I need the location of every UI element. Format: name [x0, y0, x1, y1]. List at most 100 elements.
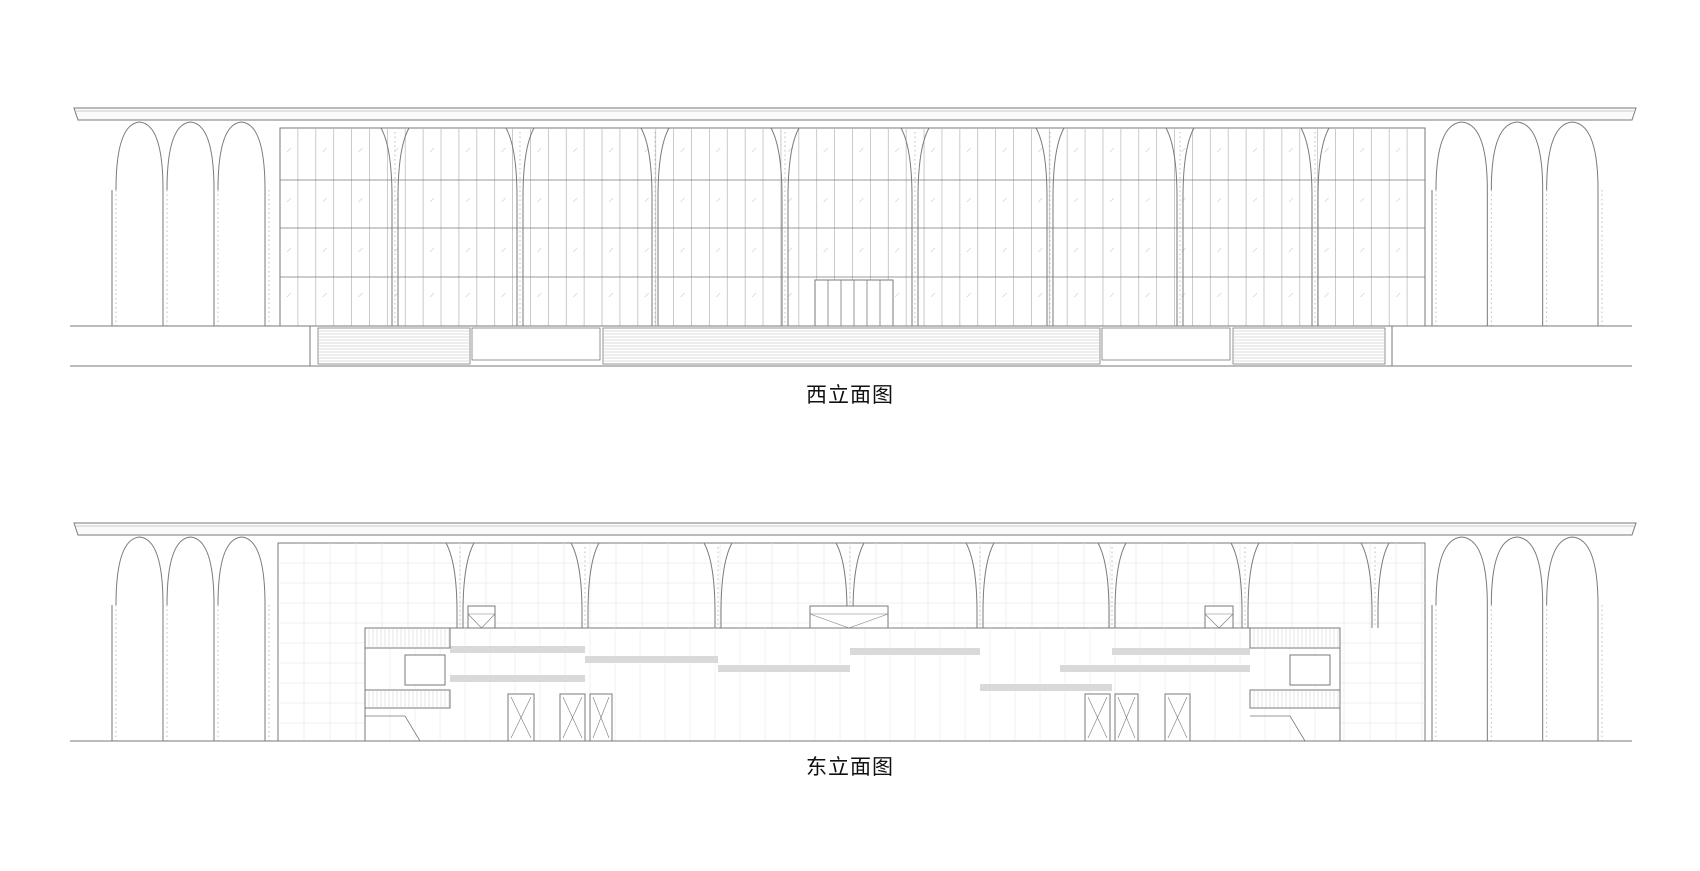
door-swing: [510, 696, 532, 739]
glass-reflection: [1217, 197, 1222, 203]
glass-reflection: [322, 197, 327, 203]
end-colonnade: [111, 121, 270, 326]
column-right-edge: [1317, 127, 1330, 326]
louvre-brace: [848, 613, 889, 629]
glass-reflection: [1109, 247, 1115, 253]
glass-reflection: [1252, 197, 1258, 203]
glass-reflection: [859, 147, 864, 153]
glass-reflection: [1002, 147, 1007, 153]
gray-strip: [850, 648, 980, 655]
glass-reflection: [429, 292, 435, 298]
glass-reflection: [1288, 147, 1294, 153]
roof-edge: [73, 522, 1637, 536]
east-elevation: [70, 522, 1637, 742]
column: [770, 127, 800, 326]
column-left-edge: [640, 127, 653, 326]
column: [965, 542, 995, 628]
balcony-window: [404, 654, 446, 686]
stair: [602, 327, 1101, 365]
column-left-edge: [965, 542, 978, 628]
column: [505, 127, 535, 326]
column: [570, 542, 600, 628]
balcony-parapet: [1249, 627, 1341, 649]
column-right-edge: [787, 127, 800, 326]
glass-reflection: [1217, 292, 1222, 298]
colonnade-arch: [1490, 536, 1544, 606]
column-right-edge: [1377, 542, 1390, 628]
colonnade-arch: [1435, 536, 1488, 606]
glass-reflection: [465, 147, 471, 153]
louvre-frame: [809, 605, 889, 629]
louvre-brace: [481, 613, 496, 629]
glass-reflection: [1038, 197, 1043, 203]
glass-reflection: [787, 197, 793, 203]
door: [559, 693, 586, 742]
glass-reflection: [1038, 247, 1043, 253]
glass-reflection: [680, 197, 685, 203]
glass-reflection: [1360, 147, 1365, 153]
glass-reflection: [1002, 197, 1007, 203]
glass-reflection: [1073, 247, 1079, 253]
glass-reflection: [644, 292, 649, 298]
louvre-brace: [1204, 613, 1220, 629]
glass-reflection: [1360, 197, 1365, 203]
gray-strip: [1112, 648, 1250, 655]
colonnade-arch: [115, 536, 164, 606]
glass-reflection: [286, 292, 292, 298]
column-right-edge: [720, 542, 733, 628]
glass-reflection: [859, 247, 864, 253]
glass-reflection: [572, 247, 578, 253]
glass-reflection: [608, 197, 614, 203]
gray-strip: [450, 675, 585, 682]
glass-reflection: [1073, 292, 1079, 298]
glass-reflection: [501, 147, 506, 153]
glass-reflection: [1109, 197, 1115, 203]
louvre-brace: [1218, 613, 1234, 629]
gray-strip: [450, 646, 585, 653]
glass-reflection: [1360, 247, 1365, 253]
glass-reflection: [1038, 292, 1043, 298]
column-right-edge: [397, 127, 410, 326]
glass-reflection: [787, 292, 793, 298]
gray-strip: [718, 665, 850, 672]
column-left-edge: [1097, 542, 1110, 628]
balcony-parapet: [364, 627, 451, 649]
balcony-parapet: [364, 689, 451, 709]
glass-reflection: [1217, 247, 1222, 253]
column: [1230, 542, 1260, 628]
door: [1164, 693, 1191, 742]
colonnade-arch: [1546, 121, 1599, 191]
side-balcony: [1249, 627, 1341, 742]
glass-reflection: [537, 197, 542, 203]
column-right-edge: [1114, 542, 1127, 628]
glass-reflection: [680, 292, 685, 298]
glass-reflection: [1395, 197, 1401, 203]
glass-reflection: [1002, 247, 1007, 253]
glass-reflection: [930, 197, 936, 203]
column-left-edge: [900, 127, 913, 326]
side-balcony: [364, 627, 451, 742]
door: [1114, 693, 1139, 742]
column: [1097, 542, 1127, 628]
glass-reflection: [286, 247, 292, 253]
west-entrance: [814, 279, 894, 327]
column: [640, 127, 670, 326]
column: [1360, 542, 1390, 628]
column-left-edge: [380, 127, 393, 326]
column-left-edge: [770, 127, 783, 326]
louvre-brace: [467, 613, 482, 629]
roof-louvre: [1204, 605, 1234, 629]
colonnade-arch: [217, 536, 266, 606]
glass-reflection: [823, 147, 828, 153]
glass-reflection: [1217, 147, 1222, 153]
glass-reflection: [501, 197, 506, 203]
roof-slab: [73, 522, 1637, 536]
gray-strip: [1060, 665, 1250, 672]
door-swing: [1117, 696, 1136, 739]
glass-reflection: [930, 247, 936, 253]
plinth-panel: [471, 327, 601, 361]
glass-reflection: [429, 197, 435, 203]
glass-reflection: [1324, 292, 1329, 298]
glass-reflection: [608, 147, 614, 153]
glass-reflection: [787, 147, 793, 153]
